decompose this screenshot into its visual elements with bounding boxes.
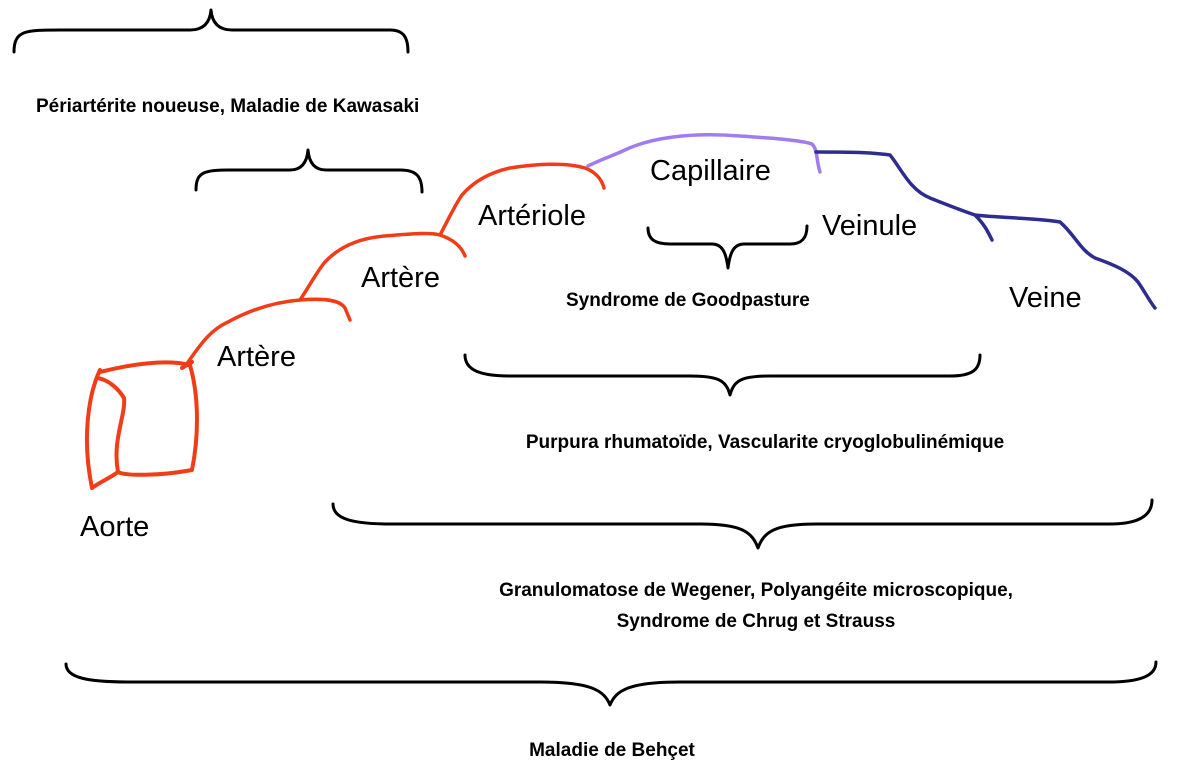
label-capillaire: Capillaire bbox=[650, 155, 771, 188]
bracket-goodpasture bbox=[648, 226, 807, 268]
label-artere-large: Artère bbox=[217, 341, 296, 374]
label-behcet: Maladie de Behçet bbox=[529, 740, 695, 762]
label-arteriole: Artériole bbox=[478, 200, 586, 233]
bracket-wegener bbox=[333, 500, 1152, 548]
label-veinule: Veinule bbox=[822, 210, 917, 243]
bracket-behcet bbox=[66, 662, 1156, 705]
bracket-purpura bbox=[465, 355, 980, 395]
label-veine: Veine bbox=[1009, 282, 1082, 315]
aorta-shape bbox=[87, 362, 197, 488]
label-wegener-line1: Granulomatose de Wegener, Polyangéite mi… bbox=[499, 580, 1013, 602]
label-goodpasture: Syndrome de Goodpasture bbox=[566, 290, 810, 312]
label-wegener-line2: Syndrome de Chrug et Strauss bbox=[617, 611, 896, 633]
label-kawasaki: Périartérite noueuse, Maladie de Kawasak… bbox=[36, 96, 419, 118]
bracket-kawasaki-inner bbox=[196, 150, 422, 192]
label-aorte: Aorte bbox=[80, 511, 149, 544]
bracket-kawasaki-outer bbox=[14, 10, 408, 52]
label-purpura: Purpura rhumatoïde, Vascularite cryoglob… bbox=[526, 432, 1004, 454]
label-artere-medium: Artère bbox=[361, 262, 440, 295]
